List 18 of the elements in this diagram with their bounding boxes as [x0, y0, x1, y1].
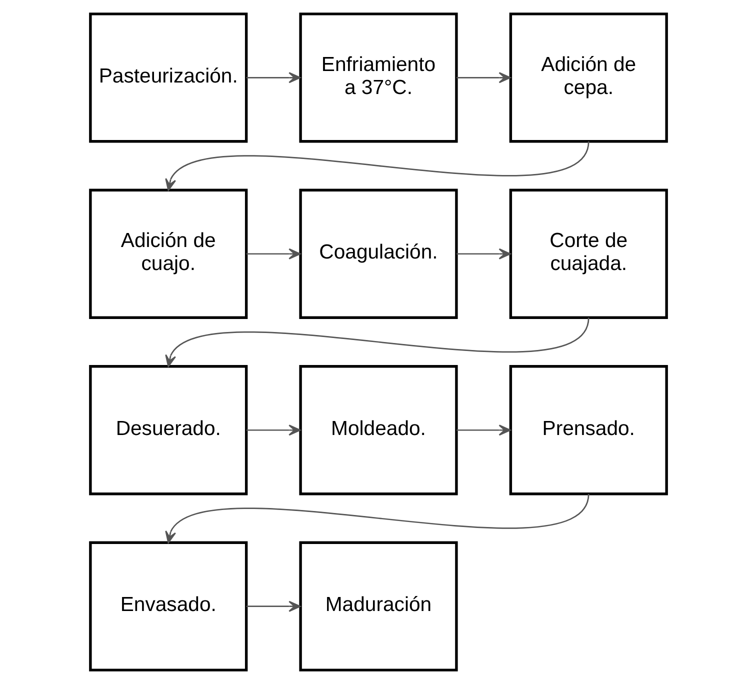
node-box: Corte de cuajada.: [508, 188, 668, 319]
arrow: [456, 424, 510, 436]
node-box: Maduración: [298, 541, 458, 672]
arrow: [456, 248, 510, 260]
arrow: [246, 72, 300, 84]
node-box: Pasteurización.: [88, 12, 248, 143]
arrow: [246, 424, 300, 436]
node-box: Coagulación.: [298, 188, 458, 319]
node-box: Moldeado.: [298, 365, 458, 496]
node-box: Envasado.: [88, 541, 248, 672]
node-box: Enfriamiento a 37°C.: [298, 12, 458, 143]
node-box: Prensado.: [508, 365, 668, 496]
arrow: [456, 72, 510, 84]
arrow: [246, 600, 300, 612]
node-box: Desuerado.: [88, 365, 248, 496]
node-box: Adición de cuajo.: [88, 188, 248, 319]
node-box: Adición de cepa.: [508, 12, 668, 143]
arrow: [246, 248, 300, 260]
